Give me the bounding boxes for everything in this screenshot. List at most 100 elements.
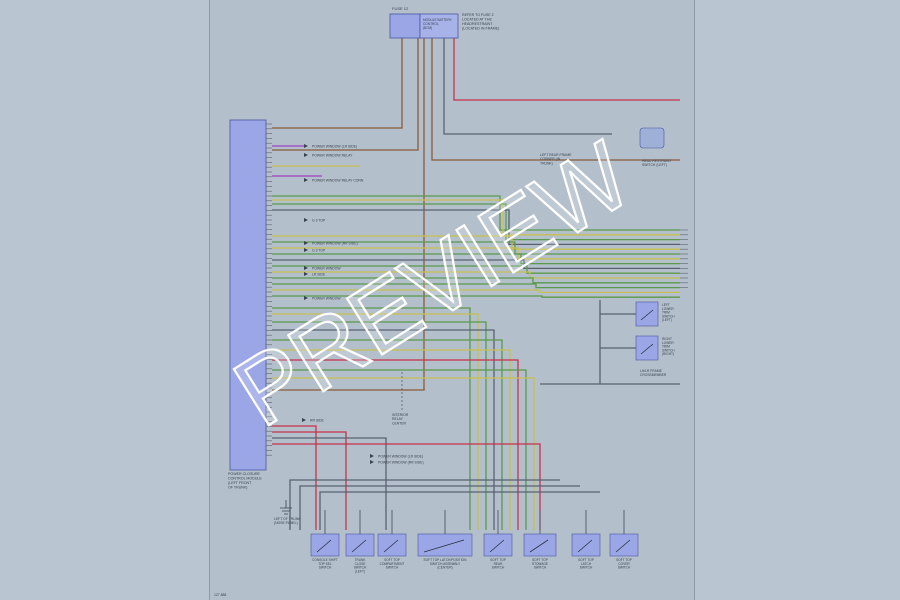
arrow-label: POWER WINDOW (LR SIDE) <box>312 145 357 149</box>
ground-note: LEFT REAR FRAME <box>540 153 572 157</box>
bottom-switch-label: SOFT TOP <box>616 558 632 562</box>
arrow-connector <box>304 144 308 148</box>
ground-note: CORNER (IN <box>540 157 561 161</box>
bottom-switch-label: SOFT TOP LATCH/POSITION <box>424 558 468 562</box>
arrow-label: G 3 TOP <box>312 249 326 253</box>
bottom-switch-label: SWITCH <box>492 566 505 570</box>
switch-contact <box>316 539 332 553</box>
arrow-connector <box>370 460 374 464</box>
module-label: CONTROL MODULE <box>228 477 262 481</box>
ground-icon <box>280 500 292 515</box>
component-group <box>229 13 688 557</box>
harness-wire <box>272 195 680 231</box>
lower-harness <box>272 359 519 530</box>
wire-fuse-main <box>272 38 425 391</box>
wire-fuse-right <box>431 38 680 161</box>
head-restraint-switch <box>639 127 665 149</box>
bottom-switch-label: SWITCH <box>618 566 631 570</box>
harness-wire <box>272 271 680 279</box>
bcm-label: (BCM) <box>423 26 432 30</box>
trim-switch-label: SWITCH <box>662 348 675 352</box>
trim-switch-label: LEFT <box>662 303 670 307</box>
footer-code: 127 888 <box>214 593 226 597</box>
bottom-switch-label: SOFT TOP <box>490 558 506 562</box>
relay-note: INTERIOR <box>392 413 409 417</box>
arrow-connector <box>370 454 374 458</box>
wire-ground-bus <box>289 479 560 530</box>
module-label: OF TRUNK) <box>228 486 248 490</box>
bottom-switch-label: SWITCH <box>534 566 547 570</box>
lower-harness <box>272 349 511 530</box>
bottom-switch-label: STOWAGE <box>532 562 548 566</box>
arrow-connector <box>304 241 308 245</box>
wire-bottom-red <box>272 425 317 530</box>
lower-harness <box>272 329 495 530</box>
bottom-switch-label: LATCH <box>581 562 592 566</box>
arrow-connector <box>304 272 308 276</box>
bottom-switch-label: SWITCH <box>580 566 593 570</box>
wire-bottom-red-2 <box>272 431 347 530</box>
wire-battery <box>453 38 680 101</box>
switch-contact <box>577 539 593 553</box>
wire-group <box>272 38 680 534</box>
harness-wire <box>272 265 680 274</box>
bottom-switch-label: SOFT TOP <box>384 558 400 562</box>
trim-switch-label: TRIM <box>662 345 670 349</box>
lower-harness <box>272 313 479 530</box>
fuse-note: (LOCATED IN FRAME) <box>462 27 499 31</box>
trim-switch-label: (LEFT) <box>662 318 672 322</box>
wire-bottom-red-3 <box>272 443 541 530</box>
switch-contact <box>615 539 631 553</box>
harness-wire <box>272 295 680 298</box>
bottom-switch-label: SWITCH <box>319 566 332 570</box>
trim-switch-label: RIGHT <box>662 337 672 341</box>
bottom-switch <box>417 533 473 557</box>
side-note: SWITCH (LEFT) <box>642 163 667 167</box>
harness-wire <box>272 259 680 270</box>
trim-switch <box>635 301 659 327</box>
bottom-note: (NOSE PANEL) <box>274 521 298 525</box>
fuse-block <box>389 13 421 39</box>
bottom-switch-label: (CENTER) <box>437 566 452 570</box>
right-switch-note: CROSSMEMBER <box>640 373 667 377</box>
fuse-note: HEADRESTRAINT <box>462 22 493 26</box>
switch-contact <box>640 309 654 321</box>
switch-contact <box>640 343 654 355</box>
bottom-switch-label: REAR <box>494 562 504 566</box>
harness-wire <box>272 283 680 289</box>
wire-fuse-feed-2 <box>272 38 419 151</box>
bcm-label: CONTROL <box>423 22 439 26</box>
fuse-note: LOCATED AT THE <box>462 18 492 22</box>
harness-wire <box>272 203 680 241</box>
arrow-connector <box>304 218 308 222</box>
bottom-switch-label: TRUNK <box>355 558 367 562</box>
module-label: (LEFT FRONT <box>228 481 252 485</box>
switch-contact <box>383 539 399 553</box>
switch-contact <box>423 539 465 553</box>
bottom-note: LEFT OF TRUNK <box>274 517 301 521</box>
harness-wire <box>272 289 680 294</box>
bottom-switch-label: (LEFT) <box>355 569 365 573</box>
relay-note: CENTER <box>392 421 406 425</box>
fuse-note: REFER TO FUSE 2 <box>462 13 494 17</box>
arrow-label: LR SIDE <box>312 273 326 277</box>
right-switch-note: LH/LR FRAME <box>640 369 663 373</box>
arrow-label: POWER WINDOW (RR SIDE) <box>378 461 424 465</box>
wire-ground-bus-3 <box>319 491 600 530</box>
bottom-switch-label: SWITCH ASSEMBLY <box>430 562 461 566</box>
bottom-switch-label: TOP SEL <box>318 562 332 566</box>
switch-contact <box>529 539 549 553</box>
arrow-connector <box>302 418 306 422</box>
harness-wire <box>272 209 680 246</box>
trim-switch-label: (RIGHT) <box>662 352 674 356</box>
module-label: POWER CLOSURE <box>228 472 261 476</box>
bottom-switch-label: CONSOLE SHIFT <box>312 558 338 562</box>
arrow-label: RR SIDE <box>310 419 324 423</box>
ground-note: TRUNK) <box>540 161 553 165</box>
bcm-module <box>419 13 459 39</box>
wire-fuse-feed <box>272 38 403 129</box>
wire-fuse-switch <box>443 38 612 135</box>
bottom-switch-label: COVER <box>618 562 630 566</box>
